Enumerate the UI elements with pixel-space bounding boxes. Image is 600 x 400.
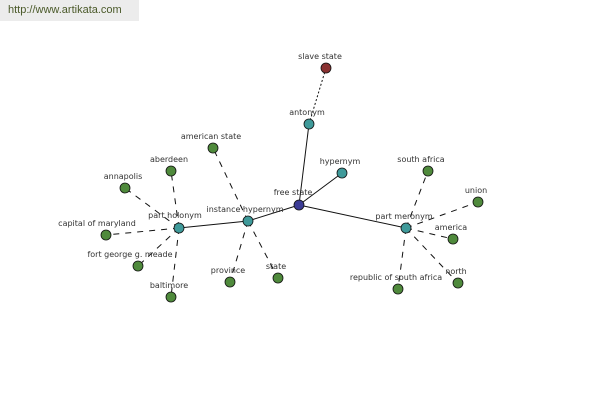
nodes-layer: free state antonym slave state hypernym inst…: [58, 52, 487, 303]
node-label: state: [266, 262, 286, 271]
watermark-text: http://www.artikata.com: [8, 4, 122, 16]
node-free-state[interactable]: free state: [274, 188, 313, 211]
node-circle[interactable]: [303, 118, 315, 130]
edge-instance-hypernym-to-state: [247, 220, 279, 279]
edge-part-holonym-to-aberdeen: [170, 170, 180, 229]
node-circle[interactable]: [100, 229, 112, 241]
node-baltimore[interactable]: baltimore: [150, 281, 188, 303]
node-label: union: [465, 186, 487, 195]
node-circle[interactable]: [173, 222, 185, 234]
edges-layer: [105, 67, 479, 298]
node-circle[interactable]: [336, 167, 348, 179]
edge-free-state-to-hypernym: [298, 172, 343, 206]
edge-part-holonym-to-fort-george-g-meade: [137, 227, 180, 267]
node-fort-george-g-meade[interactable]: fort george g. meade: [87, 250, 173, 272]
node-label: baltimore: [150, 281, 188, 290]
node-antonym[interactable]: antonym: [289, 108, 325, 130]
edge-part-meronym-to-north: [405, 227, 459, 284]
node-label: capital of maryland: [58, 219, 136, 228]
node-circle[interactable]: [452, 277, 464, 289]
node-label: province: [211, 266, 246, 275]
node-circle[interactable]: [422, 165, 434, 177]
node-part-meronym[interactable]: part meronym: [375, 212, 433, 234]
node-circle[interactable]: [447, 233, 459, 245]
node-hypernym[interactable]: hypernym: [320, 157, 361, 179]
node-circle[interactable]: [242, 215, 254, 227]
edge-instance-hypernym-to-american-state: [212, 147, 249, 222]
edge-free-state-to-antonym: [298, 123, 310, 206]
node-circle[interactable]: [165, 165, 177, 177]
node-north[interactable]: north: [445, 267, 467, 289]
node-circle[interactable]: [320, 62, 332, 74]
edge-part-holonym-to-capital-of-maryland: [105, 227, 180, 236]
node-circle[interactable]: [119, 182, 131, 194]
edge-free-state-to-part-meronym: [298, 204, 407, 229]
node-circle[interactable]: [272, 272, 284, 284]
node-circle[interactable]: [132, 260, 144, 272]
node-republic-of-south-africa[interactable]: republic of south africa: [350, 273, 442, 295]
node-part-holonym[interactable]: part holonym: [148, 211, 202, 234]
node-state[interactable]: state: [266, 262, 286, 284]
edge-free-state-to-instance-hypernym: [247, 204, 300, 222]
node-label: free state: [274, 188, 313, 197]
node-circle[interactable]: [207, 142, 219, 154]
node-label: hypernym: [320, 157, 361, 166]
node-circle[interactable]: [293, 199, 305, 211]
node-circle[interactable]: [165, 291, 177, 303]
node-label: fort george g. meade: [87, 250, 172, 259]
node-circle[interactable]: [400, 222, 412, 234]
edge-part-meronym-to-america: [405, 227, 454, 240]
node-label: america: [435, 223, 468, 232]
node-label: aberdeen: [150, 155, 188, 164]
node-annapolis[interactable]: annapolis: [104, 172, 143, 194]
node-label: instance hypernym: [207, 205, 284, 214]
edge-antonym-to-slave-state: [308, 67, 327, 125]
node-circle[interactable]: [392, 283, 404, 295]
node-label: slave state: [298, 52, 342, 61]
watermark-banner: http://www.artikata.com: [0, 0, 139, 21]
node-america[interactable]: america: [435, 223, 468, 245]
node-label: republic of south africa: [350, 273, 442, 282]
node-circle[interactable]: [224, 276, 236, 288]
node-province[interactable]: province: [211, 266, 246, 288]
edge-instance-hypernym-to-province: [229, 220, 249, 283]
node-south-africa[interactable]: south africa: [397, 155, 445, 177]
node-label: part meronym: [375, 212, 432, 221]
node-american-state[interactable]: american state: [181, 132, 241, 154]
edge-part-meronym-to-republic-of-south-africa: [397, 227, 407, 290]
node-label: antonym: [289, 108, 325, 117]
edge-instance-hypernym-to-part-holonym: [178, 220, 249, 229]
node-label: annapolis: [104, 172, 143, 181]
node-label: part holonym: [148, 211, 202, 220]
node-instance-hypernym[interactable]: instance hypernym: [207, 205, 284, 227]
node-label: american state: [181, 132, 241, 141]
node-slave-state[interactable]: slave state: [298, 52, 342, 74]
edge-part-meronym-to-union: [405, 201, 479, 229]
node-label: north: [445, 267, 466, 276]
node-capital-of-maryland[interactable]: capital of maryland: [58, 219, 136, 241]
node-label: south africa: [397, 155, 445, 164]
node-union[interactable]: union: [465, 186, 487, 208]
node-aberdeen[interactable]: aberdeen: [150, 155, 188, 177]
node-circle[interactable]: [472, 196, 484, 208]
edge-part-meronym-to-south-africa: [405, 170, 429, 229]
